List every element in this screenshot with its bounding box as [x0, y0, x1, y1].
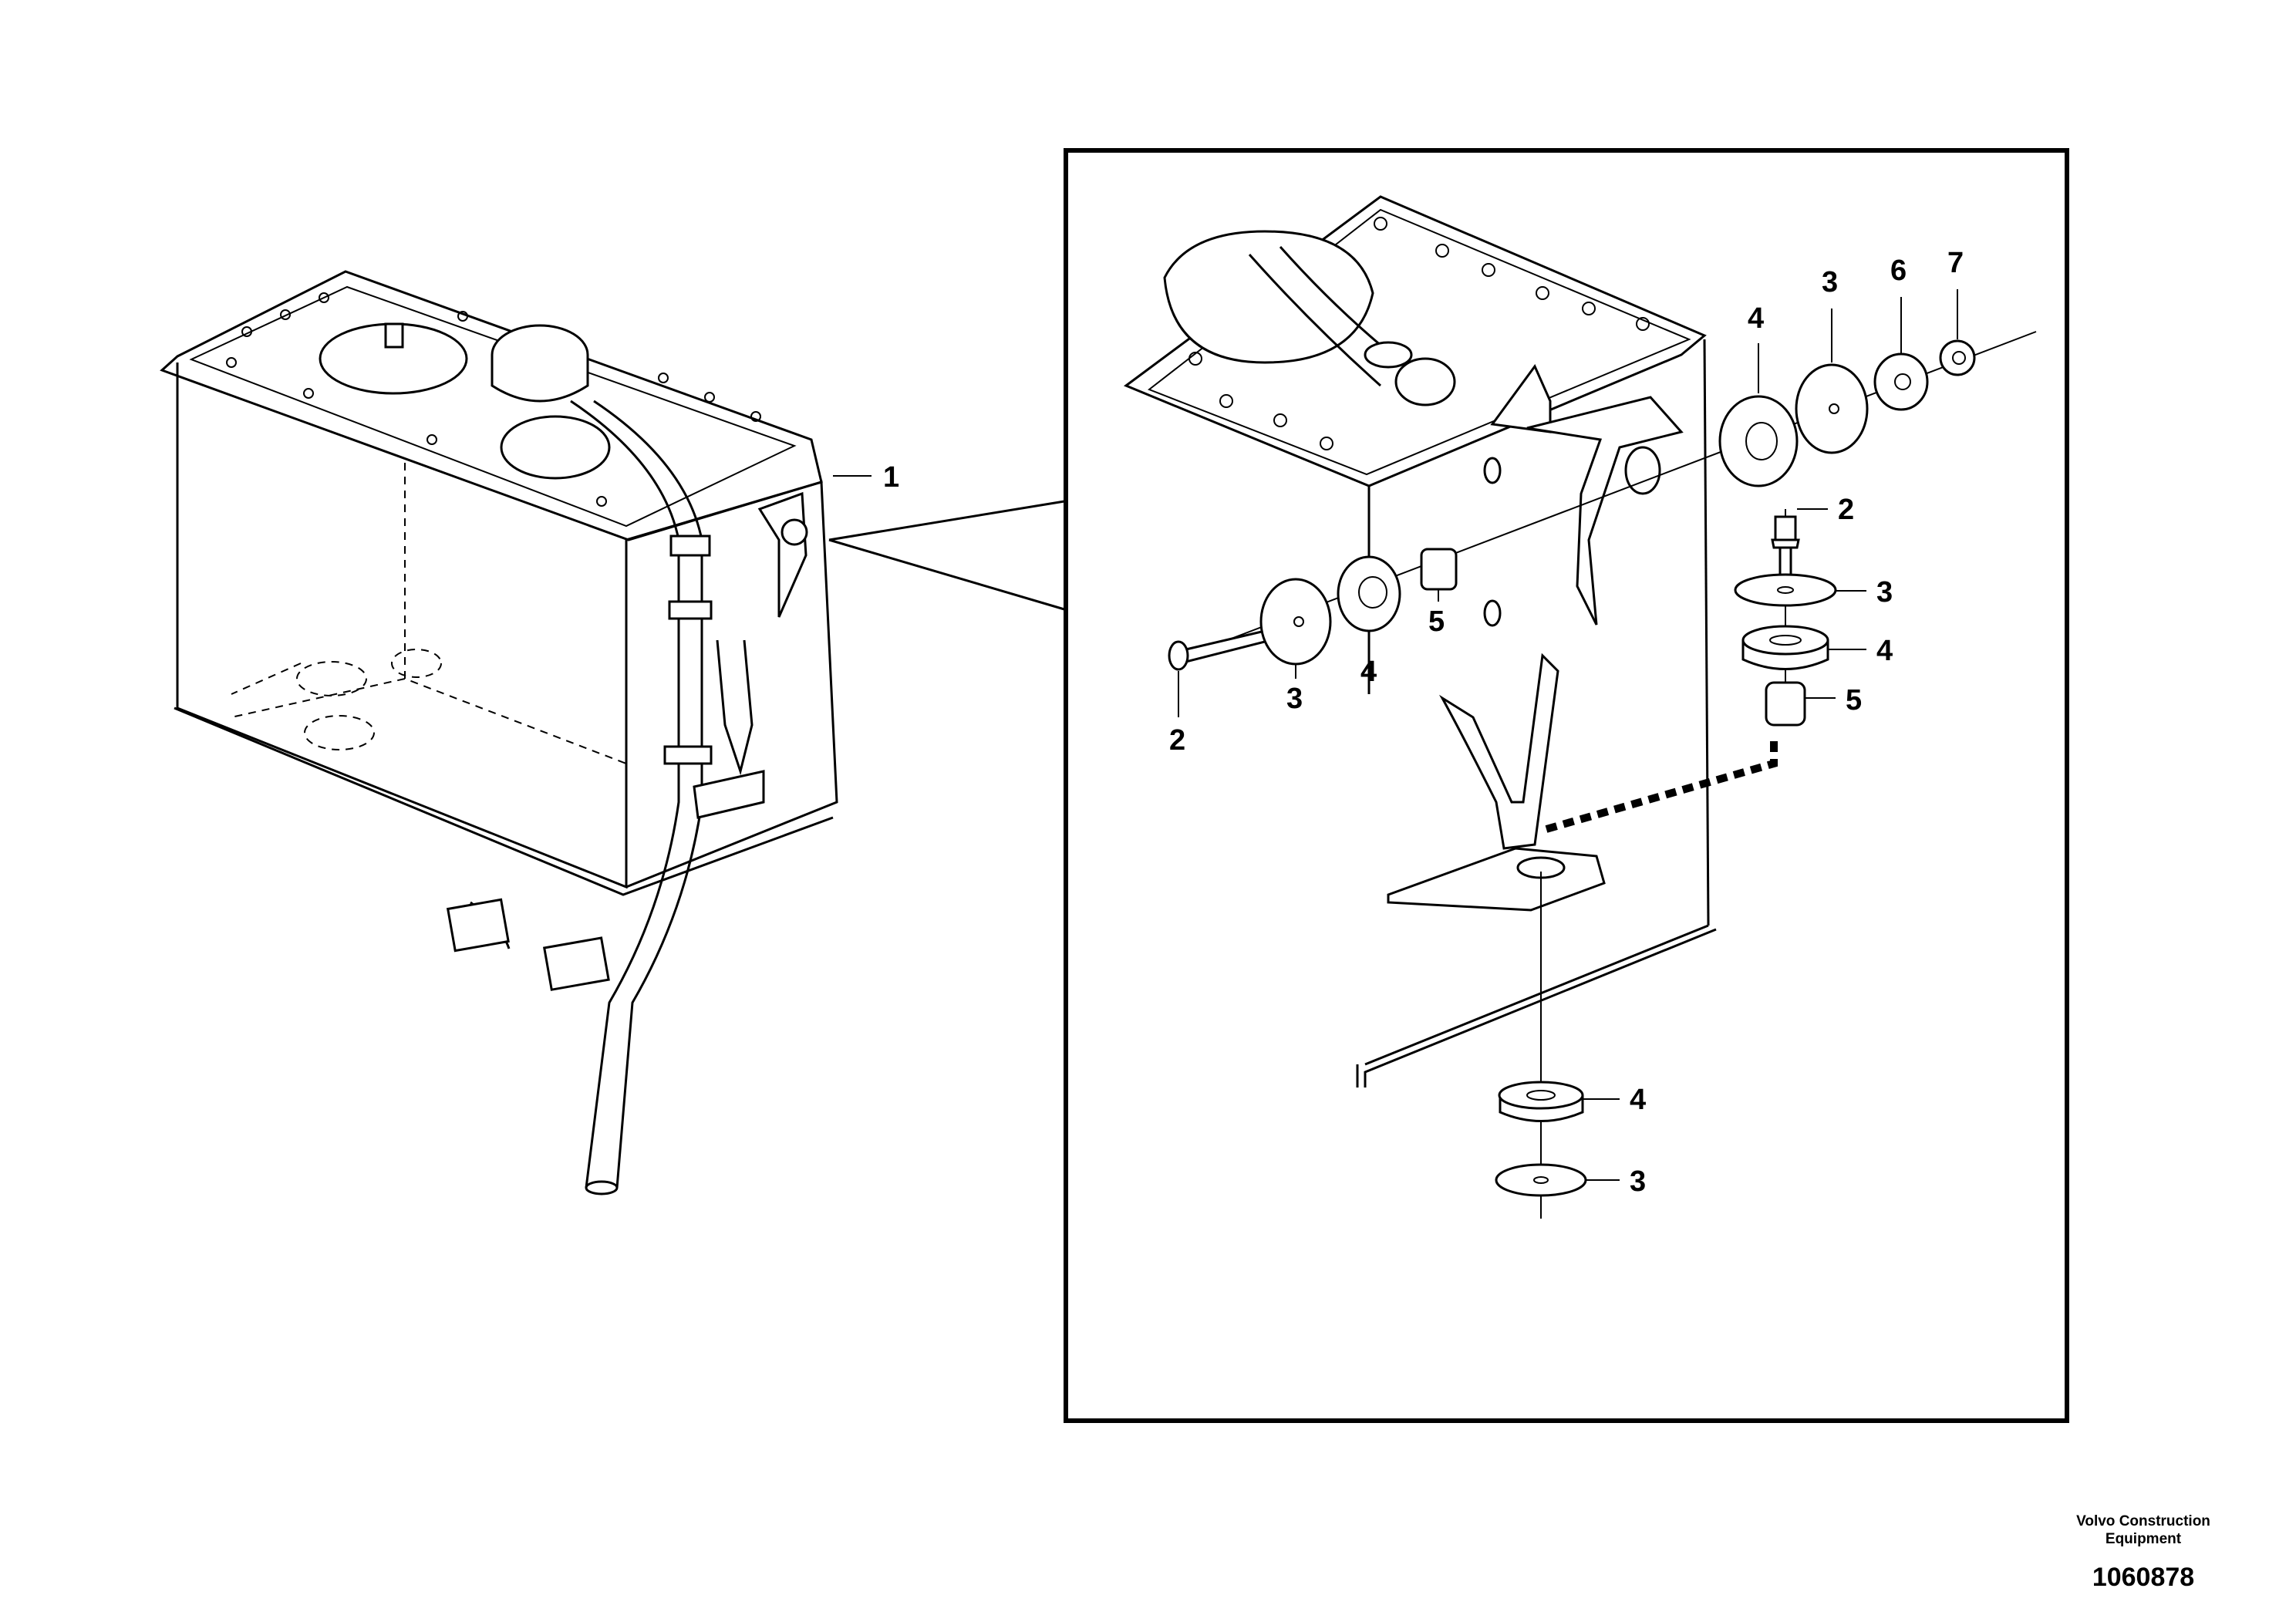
callout-5-right: 5 — [1846, 684, 1862, 717]
brand-credit: Volvo Construction Equipment — [2076, 1513, 2210, 1547]
callout-labels: 1 4 3 6 7 2 3 4 5 5 4 3 2 4 3 — [883, 247, 1964, 1198]
callout-1: 1 — [883, 461, 899, 494]
callout-3-top: 3 — [1822, 266, 1838, 298]
detail-frame — [1064, 148, 2069, 1423]
callout-3-right: 3 — [1876, 576, 1893, 609]
callout-4-bottom: 4 — [1630, 1084, 1646, 1116]
callout-6: 6 — [1890, 255, 1907, 287]
callout-5-left: 5 — [1428, 605, 1445, 638]
callout-2-right: 2 — [1838, 494, 1854, 526]
callout-7: 7 — [1947, 247, 1964, 279]
detail-view — [1064, 148, 2069, 1423]
callout-4-top: 4 — [1748, 302, 1764, 335]
callout-4-right: 4 — [1876, 635, 1893, 667]
tank-overview — [160, 270, 1065, 1195]
callout-2-left: 2 — [1169, 724, 1185, 757]
callout-3-bottom: 3 — [1630, 1165, 1646, 1198]
drawing-number: 1060878 — [2092, 1563, 2195, 1592]
callout-3-left: 3 — [1286, 683, 1303, 715]
callout-4-left: 4 — [1360, 656, 1377, 688]
